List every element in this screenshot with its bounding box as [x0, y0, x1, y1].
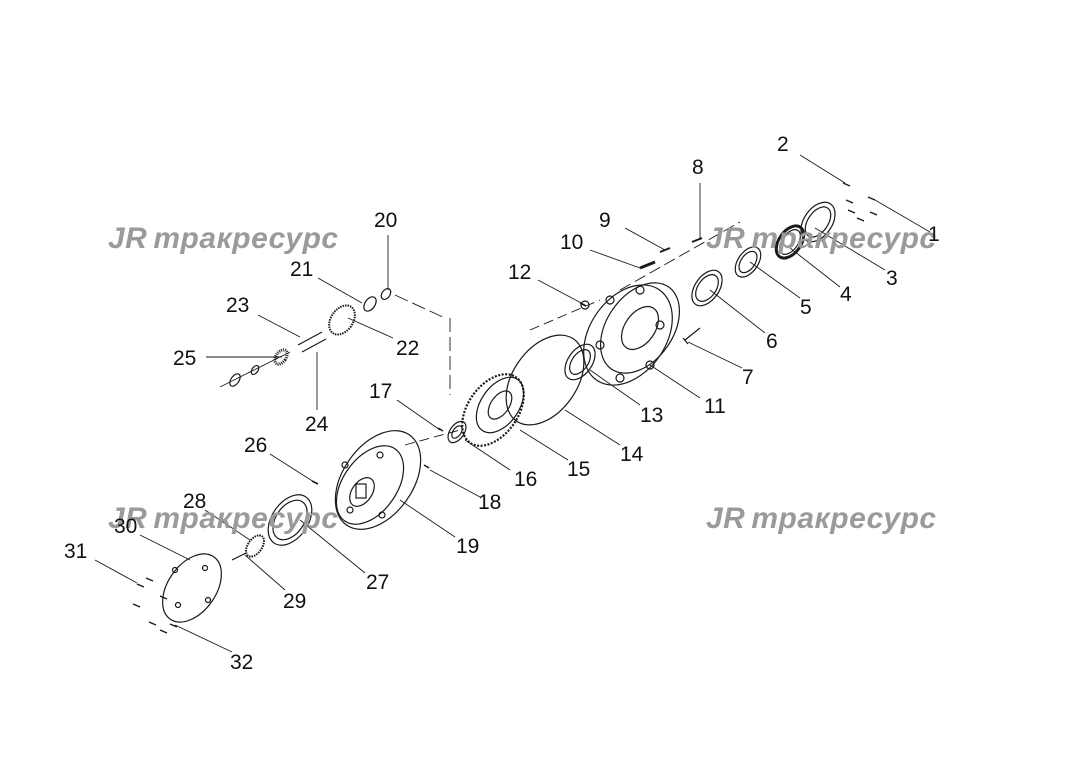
callout-2: 2: [777, 133, 789, 156]
small-bolts-upper: [842, 182, 878, 222]
watermark-logo: JR: [108, 502, 148, 535]
callout-18: 18: [478, 491, 502, 514]
ring-gear-part: [461, 373, 525, 447]
callout-27: 27: [366, 571, 390, 594]
callout-24: 24: [305, 413, 329, 436]
callout-11: 11: [704, 395, 726, 418]
watermark-text: тракресурс: [153, 222, 339, 255]
watermark-text: тракресурс: [153, 502, 339, 535]
bearing-part: [564, 343, 596, 381]
watermark-text: тракресурс: [751, 502, 937, 535]
small-parts: [311, 302, 587, 485]
callout-31: 31: [64, 540, 88, 563]
callout-9: 9: [599, 209, 611, 232]
callout-17: 17: [369, 380, 393, 403]
cover-plate-part: [774, 201, 836, 260]
callout-8: 8: [692, 156, 704, 179]
housing-part: [580, 282, 681, 386]
callout-30: 30: [114, 515, 138, 538]
callout-25: 25: [173, 347, 197, 370]
callout-13: 13: [640, 404, 664, 427]
bolt-7: [682, 327, 701, 345]
callout-14: 14: [620, 443, 644, 466]
watermark-logo: JR: [706, 222, 746, 255]
callout-28: 28: [183, 490, 207, 513]
seal-rings: [691, 246, 762, 307]
callout-15: 15: [567, 458, 591, 481]
callout-3: 3: [886, 267, 898, 290]
callout-26: 26: [244, 434, 268, 457]
callout-21: 21: [290, 258, 314, 281]
pins: [639, 237, 703, 270]
hub-part: [334, 430, 422, 530]
callout-4: 4: [840, 283, 852, 306]
small-gear-part: [231, 534, 265, 561]
callout-32: 32: [230, 651, 254, 674]
callout-6: 6: [766, 330, 778, 353]
callout-16: 16: [514, 468, 538, 491]
callout-19: 19: [456, 535, 480, 558]
callout-23: 23: [226, 294, 250, 317]
o-ring: [505, 334, 585, 426]
thrust-washer: [447, 420, 467, 444]
planet-gear-part: [219, 287, 392, 388]
leader-lines: [94, 154, 931, 653]
watermark-logo: JR: [108, 222, 148, 255]
callout-29: 29: [283, 590, 307, 613]
end-cover-part: [162, 553, 222, 623]
small-bolts-lower: [132, 577, 178, 634]
gasket-part: [267, 494, 313, 546]
callout-5: 5: [800, 296, 812, 319]
callout-22: 22: [396, 337, 420, 360]
watermark-logo: JR: [706, 502, 746, 535]
callout-7: 7: [742, 366, 754, 389]
callout-1: 1: [928, 223, 940, 246]
callout-10: 10: [560, 231, 584, 254]
callout-20: 20: [374, 209, 398, 232]
watermark-text: тракресурс: [751, 222, 937, 255]
callout-12: 12: [508, 261, 532, 284]
